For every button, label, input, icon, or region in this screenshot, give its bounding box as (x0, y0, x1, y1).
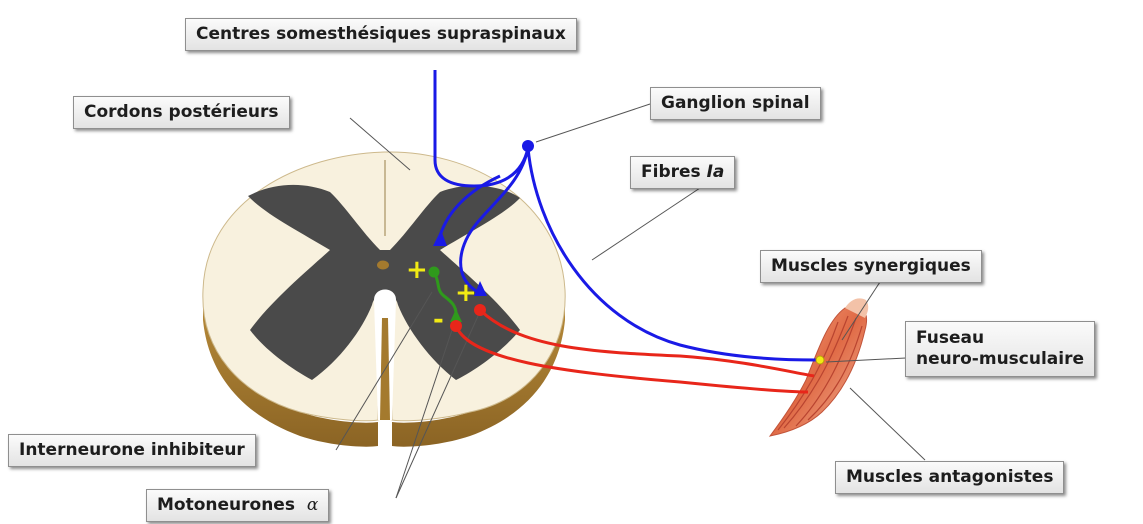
label-fuseau-neuro-musculaire: Fuseau neuro-musculaire (905, 321, 1095, 377)
label-text: Interneurone inhibiteur (19, 440, 245, 460)
interneuron-soma (429, 267, 440, 278)
ganglion-spinal-cell (522, 140, 534, 152)
plus-sign-motoneuron: + (455, 278, 477, 308)
plus-sign-interneuron: + (406, 255, 428, 285)
label-text: Fibres (641, 162, 707, 182)
label-centres-supraspinaux: Centres somesthésiques supraspinaux (185, 18, 577, 51)
minus-sign: - (433, 305, 444, 335)
label-muscles-antagonistes: Muscles antagonistes (835, 461, 1064, 494)
label-text: Motoneurones (157, 495, 295, 515)
neuromuscular-spindle (816, 356, 824, 364)
label-text-line1: Fuseau (916, 328, 1084, 349)
label-text: Centres somesthésiques supraspinaux (196, 24, 566, 44)
label-ganglion-spinal: Ganglion spinal (650, 87, 821, 120)
label-muscles-synergiques: Muscles synergiques (760, 250, 982, 283)
motoneuron-antagonist (450, 320, 462, 332)
label-fibres-ia: Fibres Ia (630, 156, 735, 189)
muscle-illustration (770, 298, 868, 436)
label-text-italic: Ia (707, 162, 725, 182)
label-cordons-posterieurs: Cordons postérieurs (73, 96, 290, 129)
spinal-cord-section (203, 152, 565, 447)
label-text: Ganglion spinal (661, 93, 810, 113)
label-text: Muscles antagonistes (846, 467, 1053, 487)
label-motoneurones-alpha: Motoneurones α (146, 489, 329, 522)
central-canal (377, 261, 389, 270)
label-interneurone-inhibiteur: Interneurone inhibiteur (8, 434, 256, 467)
leader-fibres (592, 188, 700, 260)
leader-ganglion (536, 104, 650, 142)
label-text: Cordons postérieurs (84, 102, 279, 122)
label-text-line2: neuro-musculaire (916, 349, 1084, 370)
leader-antag (850, 388, 925, 460)
alpha-symbol: α (307, 495, 318, 515)
label-text: Muscles synergiques (771, 256, 971, 276)
